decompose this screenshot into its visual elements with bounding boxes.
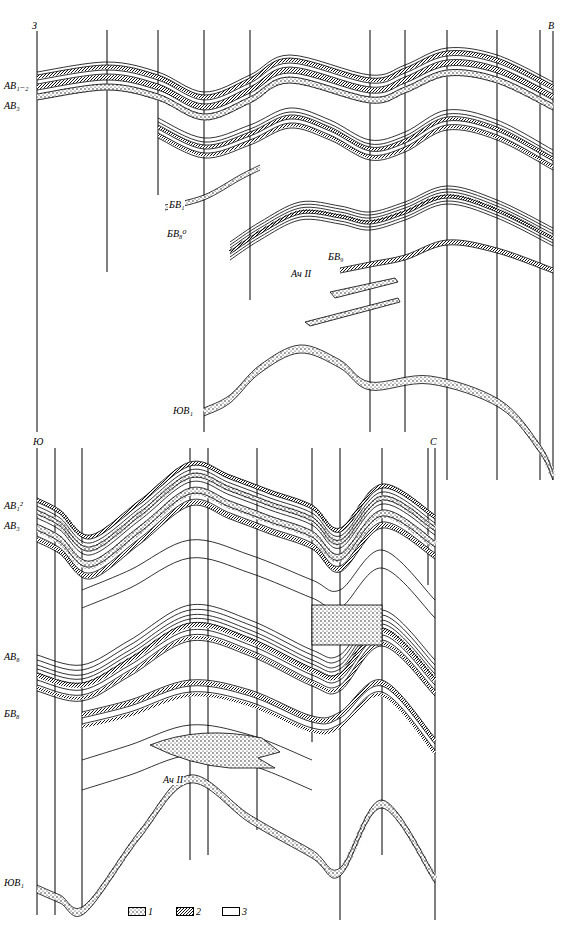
stratum: [37, 48, 553, 120]
swatch-fill: [223, 908, 240, 916]
legend-swatch: [128, 907, 146, 916]
stratum: [158, 108, 553, 170]
horizon-label: ЮВ₁: [3, 877, 25, 888]
swatch-fill: [177, 908, 194, 916]
legend-item: 1: [128, 906, 153, 917]
direction-label: З: [31, 20, 38, 31]
layer-line: [158, 119, 553, 161]
stratum: [37, 775, 435, 917]
lithology-band: [37, 73, 553, 117]
layer-line: [82, 540, 435, 600]
well-lines: [37, 30, 553, 920]
swatch-fill: [129, 908, 146, 916]
layer-line: [37, 604, 435, 665]
layer-line: [37, 493, 435, 567]
horizon-label: АВ₃: [3, 100, 21, 111]
horizon-label: БВ₈: [3, 708, 20, 719]
layer-line: [37, 48, 553, 92]
layer-line: [37, 465, 435, 539]
stratum: [204, 345, 553, 480]
layer-line: [158, 123, 553, 165]
stratum: [37, 461, 435, 579]
horizon-label: ЮВ₁: [172, 405, 194, 416]
horizon-label: БВ₉: [327, 251, 344, 262]
layer-line: [82, 680, 435, 738]
lithology-band: [37, 475, 435, 549]
direction-label: В: [547, 20, 555, 31]
horizon-label: Ач II: [290, 268, 312, 279]
legend-text: 3: [242, 906, 247, 917]
horizon-label: АВ₈: [3, 651, 21, 662]
layer-line: [37, 469, 435, 543]
layer-line: [340, 245, 553, 273]
horizon-label: Ач II: [162, 774, 184, 785]
horizon-label: АВ₃: [3, 520, 21, 531]
layer-line: [37, 481, 435, 555]
stratum: [165, 165, 260, 210]
direction-label: С: [429, 436, 438, 447]
direction-label: Ю: [32, 436, 44, 447]
lithology-band: [37, 779, 435, 913]
layer-line: [340, 240, 553, 268]
stratum: [230, 186, 553, 260]
horizon-label: БВ₈⁰: [166, 228, 188, 239]
legend-text: 2: [196, 906, 201, 917]
layer-line: [37, 783, 435, 917]
lithology-band: [158, 125, 553, 167]
horizon-label: БВ₁: [168, 199, 185, 210]
layer-line: [158, 128, 553, 170]
horizon-label: АВ₁₋₂: [3, 80, 29, 91]
layer-line: [37, 60, 553, 104]
lithology-band: [230, 196, 553, 252]
horizon-label: АВ₁²: [3, 500, 24, 511]
layer-line: [37, 775, 435, 909]
layer-line: [165, 170, 260, 210]
strata-bottom: [37, 461, 435, 916]
layer-line: [37, 66, 553, 110]
layer-line: [37, 477, 435, 551]
layer-line: [37, 70, 553, 114]
layer-line: [37, 473, 435, 547]
legend-item: 3: [222, 906, 247, 917]
layer-line: [37, 461, 435, 535]
stratum: [340, 240, 553, 273]
legend-text: 1: [148, 906, 153, 917]
layer-line: [204, 353, 553, 480]
strata-top: [37, 48, 553, 480]
layer-line: [82, 686, 435, 744]
legend-swatch: [176, 907, 194, 916]
legend-item: 2: [176, 906, 201, 917]
layer-line: [158, 115, 553, 157]
stratum: [37, 604, 435, 701]
layer-line: [37, 499, 435, 573]
legend-swatch: [222, 907, 240, 916]
